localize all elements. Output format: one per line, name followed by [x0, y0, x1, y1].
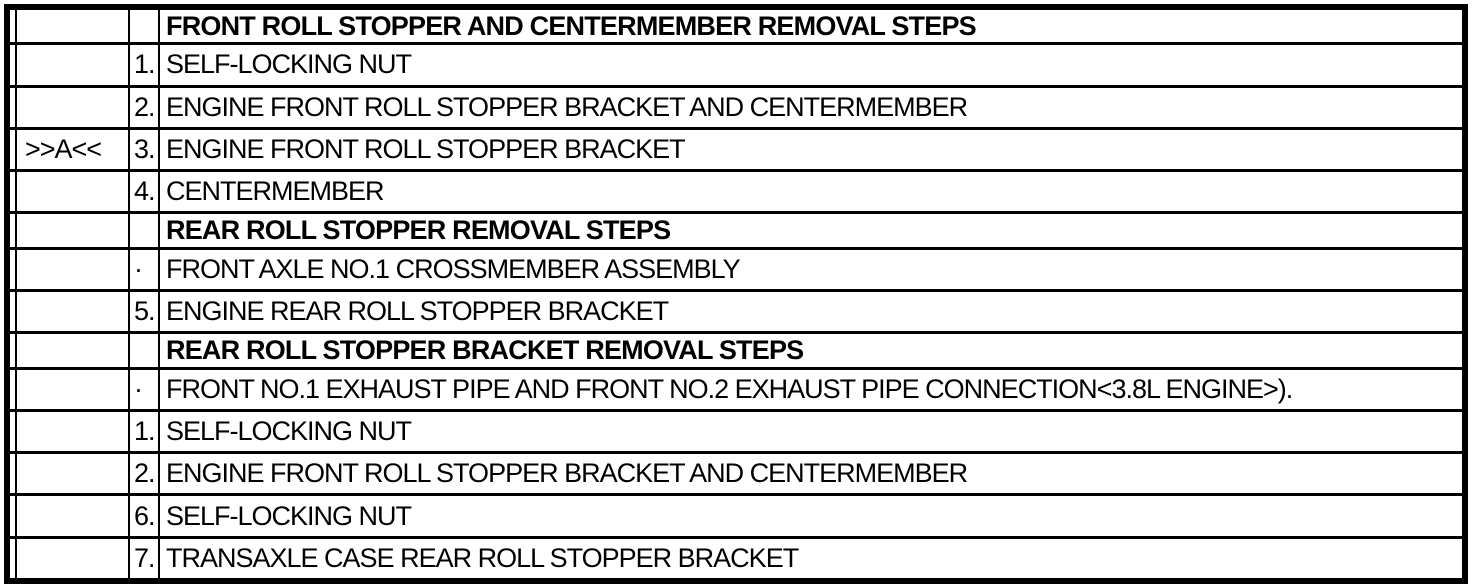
step-text-cell: FRONT AXLE NO.1 CROSSMEMBER ASSEMBLY — [166, 253, 741, 284]
marker-cell — [17, 45, 130, 85]
step-number-cell: · — [130, 369, 160, 409]
step-number-cell: 1. — [130, 45, 160, 85]
left-strip-cell — [10, 87, 17, 127]
left-strip-cell — [10, 496, 17, 536]
left-strip-cell — [10, 10, 17, 43]
procedure-table: FRONT ROLL STOPPER AND CENTERMEMBER REMO… — [4, 4, 1468, 584]
table-row: 4. CENTERMEMBER — [10, 169, 1462, 212]
step-text-cell: TRANSAXLE CASE REAR ROLL STOPPER BRACKET — [166, 542, 799, 573]
step-number-cell: 7. — [130, 538, 160, 579]
step-text-cell: REAR ROLL STOPPER REMOVAL STEPS — [166, 215, 671, 246]
marker-cell: >>A<< — [17, 129, 130, 170]
left-strip-cell — [10, 334, 17, 367]
step-text-cell: SELF-LOCKING NUT — [166, 49, 412, 80]
marker-cell — [17, 454, 130, 494]
step-text-cell: FRONT ROLL STOPPER AND CENTERMEMBER REMO… — [166, 10, 977, 41]
marker-cell — [17, 291, 130, 332]
step-number-cell: 3. — [130, 129, 160, 170]
step-number-cell: 6. — [130, 496, 160, 536]
marker-cell — [17, 538, 130, 579]
step-text-cell: REAR ROLL STOPPER BRACKET REMOVAL STEPS — [166, 334, 804, 365]
step-text-cell: ENGINE FRONT ROLL STOPPER BRACKET AND CE… — [166, 458, 968, 489]
table-row: 2. ENGINE FRONT ROLL STOPPER BRACKET AND… — [10, 84, 1462, 127]
table-row: REAR ROLL STOPPER REMOVAL STEPS — [10, 211, 1462, 247]
step-number-cell: 4. — [130, 172, 160, 212]
left-strip-cell — [10, 45, 17, 85]
step-number-cell — [130, 334, 160, 367]
table-row: 5. ENGINE REAR ROLL STOPPER BRACKET — [10, 288, 1462, 332]
step-text-cell: FRONT NO.1 EXHAUST PIPE AND FRONT NO.2 E… — [166, 373, 1293, 404]
step-number-cell — [130, 214, 160, 247]
left-strip-cell — [10, 129, 17, 170]
left-strip-cell — [10, 411, 17, 452]
step-text-cell: ENGINE FRONT ROLL STOPPER BRACKET — [166, 133, 686, 164]
marker-cell — [17, 369, 130, 409]
table-row: FRONT ROLL STOPPER AND CENTERMEMBER REMO… — [10, 10, 1462, 43]
marker-cell — [17, 334, 130, 367]
step-number-cell: 2. — [130, 454, 160, 494]
table-row: 6. SELF-LOCKING NUT — [10, 493, 1462, 536]
table-row: · FRONT AXLE NO.1 CROSSMEMBER ASSEMBLY — [10, 246, 1462, 289]
marker-cell — [17, 214, 130, 247]
left-strip-cell — [10, 454, 17, 494]
table-row: 1. SELF-LOCKING NUT — [10, 408, 1462, 452]
marker-cell — [17, 496, 130, 536]
left-strip-cell — [10, 249, 17, 289]
marker-cell — [17, 87, 130, 127]
left-strip-cell — [10, 369, 17, 409]
table-row: · FRONT NO.1 EXHAUST PIPE AND FRONT NO.2… — [10, 366, 1462, 409]
step-text-cell: SELF-LOCKING NUT — [166, 500, 412, 531]
left-strip-cell — [10, 291, 17, 332]
step-text-cell: ENGINE FRONT ROLL STOPPER BRACKET AND CE… — [166, 91, 968, 122]
left-strip-cell — [10, 214, 17, 247]
left-strip-cell — [10, 172, 17, 212]
step-number-cell: 1. — [130, 411, 160, 452]
marker-cell — [17, 249, 130, 289]
marker-cell — [17, 10, 130, 43]
step-text-cell: CENTERMEMBER — [166, 176, 385, 207]
table-row: REAR ROLL STOPPER BRACKET REMOVAL STEPS — [10, 331, 1462, 367]
table-row: 7. TRANSAXLE CASE REAR ROLL STOPPER BRAC… — [10, 535, 1462, 579]
step-text-cell: SELF-LOCKING NUT — [166, 415, 412, 446]
step-text-cell: ENGINE REAR ROLL STOPPER BRACKET — [166, 296, 669, 327]
marker-cell — [17, 172, 130, 212]
left-strip-cell — [10, 538, 17, 579]
table-row: 1. SELF-LOCKING NUT — [10, 42, 1462, 85]
table-row: 2. ENGINE FRONT ROLL STOPPER BRACKET AND… — [10, 451, 1462, 494]
table-row: >>A<< 3. ENGINE FRONT ROLL STOPPER BRACK… — [10, 126, 1462, 170]
step-number-cell — [130, 10, 160, 43]
step-number-cell: 5. — [130, 291, 160, 332]
step-number-cell: 2. — [130, 87, 160, 127]
marker-cell — [17, 411, 130, 452]
step-number-cell: · — [130, 249, 160, 289]
